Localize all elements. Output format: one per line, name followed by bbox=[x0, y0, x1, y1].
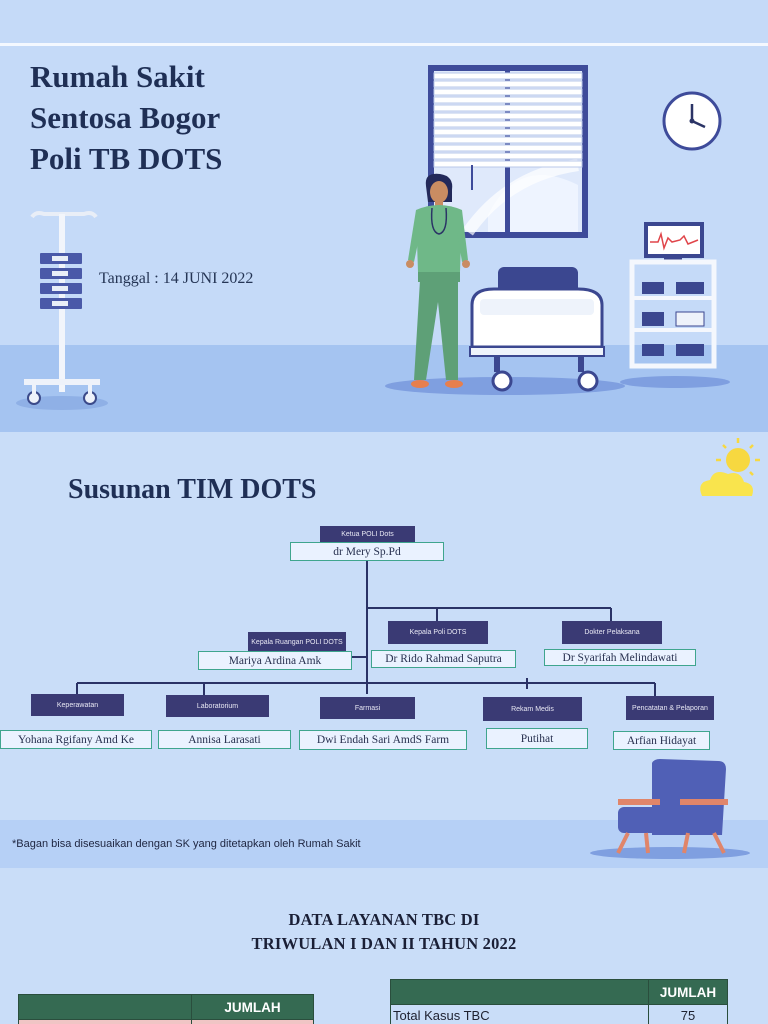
name-box-level3-2: Annisa Larasati bbox=[158, 730, 291, 749]
role-box-level3-1: Keperawatan bbox=[31, 694, 124, 716]
table-cell-label: Total Kasus TBC bbox=[390, 1004, 649, 1024]
nurse-illustration bbox=[406, 173, 470, 388]
iv-pole-illustration bbox=[16, 211, 108, 410]
table-row: Total Kasus TBC 75 bbox=[390, 1004, 728, 1024]
clock-icon bbox=[662, 91, 722, 151]
date-label: Tanggal : 14 JUNI 2022 bbox=[99, 270, 254, 287]
name-box-level2-1: Mariya Ardina Amk bbox=[198, 651, 352, 670]
role-box-level2-2: Kepala Poli DOTS bbox=[388, 621, 488, 644]
hospital-title: Rumah Sakit Sentosa Bogor Poli TB DOTS bbox=[30, 56, 390, 179]
name-box-level3-4: Putihat bbox=[486, 728, 588, 749]
window-illustration bbox=[428, 65, 588, 238]
role-box-level3-3: Farmasi bbox=[320, 697, 415, 719]
data-table-right: JUMLAH Total Kasus TBC 75 bbox=[390, 979, 728, 1024]
org-chart-section: Susunan TIM DOTS Ketua POLI Dots dr Mery… bbox=[0, 432, 768, 868]
org-title: Susunan TIM DOTS bbox=[68, 474, 317, 505]
hospital-bed-illustration bbox=[469, 267, 605, 392]
name-box-chief: dr Mery Sp.Pd bbox=[290, 542, 444, 561]
role-box-level3-5: Pencatatan & Pelaporan bbox=[626, 696, 714, 720]
title-line-2: Sentosa Bogor bbox=[30, 100, 221, 135]
name-box-level2-3: Dr Syarifah Melindawati bbox=[544, 649, 696, 666]
table-cell-value: 75 bbox=[648, 1004, 728, 1024]
role-box-level3-4: Rekam Medis bbox=[483, 697, 582, 721]
sun-cloud-icon bbox=[700, 438, 760, 496]
title-line-3: Poli TB DOTS bbox=[30, 141, 223, 176]
role-box-level2-3: Dokter Pelaksana bbox=[562, 621, 662, 644]
role-box-chief: Ketua POLI Dots bbox=[320, 526, 415, 542]
monitor-cart-illustration bbox=[629, 222, 717, 369]
data-section: DATA LAYANAN TBC DI TRIWULAN I DAN II TA… bbox=[0, 868, 768, 1024]
role-box-level2-1: Kepala Ruangan POLI DOTS bbox=[248, 632, 346, 652]
name-box-level3-5: Arfian Hidayat bbox=[613, 731, 710, 750]
name-box-level3-3: Dwi Endah Sari AmdS Farm bbox=[299, 730, 467, 750]
name-box-level2-2: Dr Rido Rahmad Saputra bbox=[371, 650, 516, 668]
table-header-jumlah: JUMLAH bbox=[191, 994, 314, 1020]
floor-band bbox=[0, 345, 768, 432]
table-cell bbox=[191, 1019, 314, 1024]
footnote-text: *Bagan bisa disesuaikan dengan SK yang d… bbox=[12, 838, 361, 850]
data-title-line-2: TRIWULAN I DAN II TAHUN 2022 bbox=[251, 934, 517, 953]
title-line-1: Rumah Sakit bbox=[30, 59, 205, 94]
top-divider bbox=[0, 43, 768, 46]
table-row bbox=[18, 1019, 314, 1024]
data-title-line-1: DATA LAYANAN TBC DI bbox=[288, 910, 480, 929]
table-header-blank bbox=[18, 994, 192, 1020]
hero-section: Rumah Sakit Sentosa Bogor Poli TB DOTS T… bbox=[0, 0, 768, 432]
table-header-blank bbox=[390, 979, 649, 1005]
data-table-left: JUMLAH bbox=[18, 994, 314, 1024]
table-header-row: JUMLAH bbox=[18, 994, 314, 1020]
name-box-level3-1: Yohana Rgifany Amd Ke bbox=[0, 730, 152, 749]
table-cell bbox=[18, 1019, 192, 1024]
armchair-illustration bbox=[590, 759, 750, 859]
table-header-row: JUMLAH bbox=[390, 979, 728, 1005]
table-header-jumlah: JUMLAH bbox=[648, 979, 728, 1005]
data-title: DATA LAYANAN TBC DI TRIWULAN I DAN II TA… bbox=[0, 908, 768, 956]
role-box-level3-2: Laboratorium bbox=[166, 695, 269, 717]
